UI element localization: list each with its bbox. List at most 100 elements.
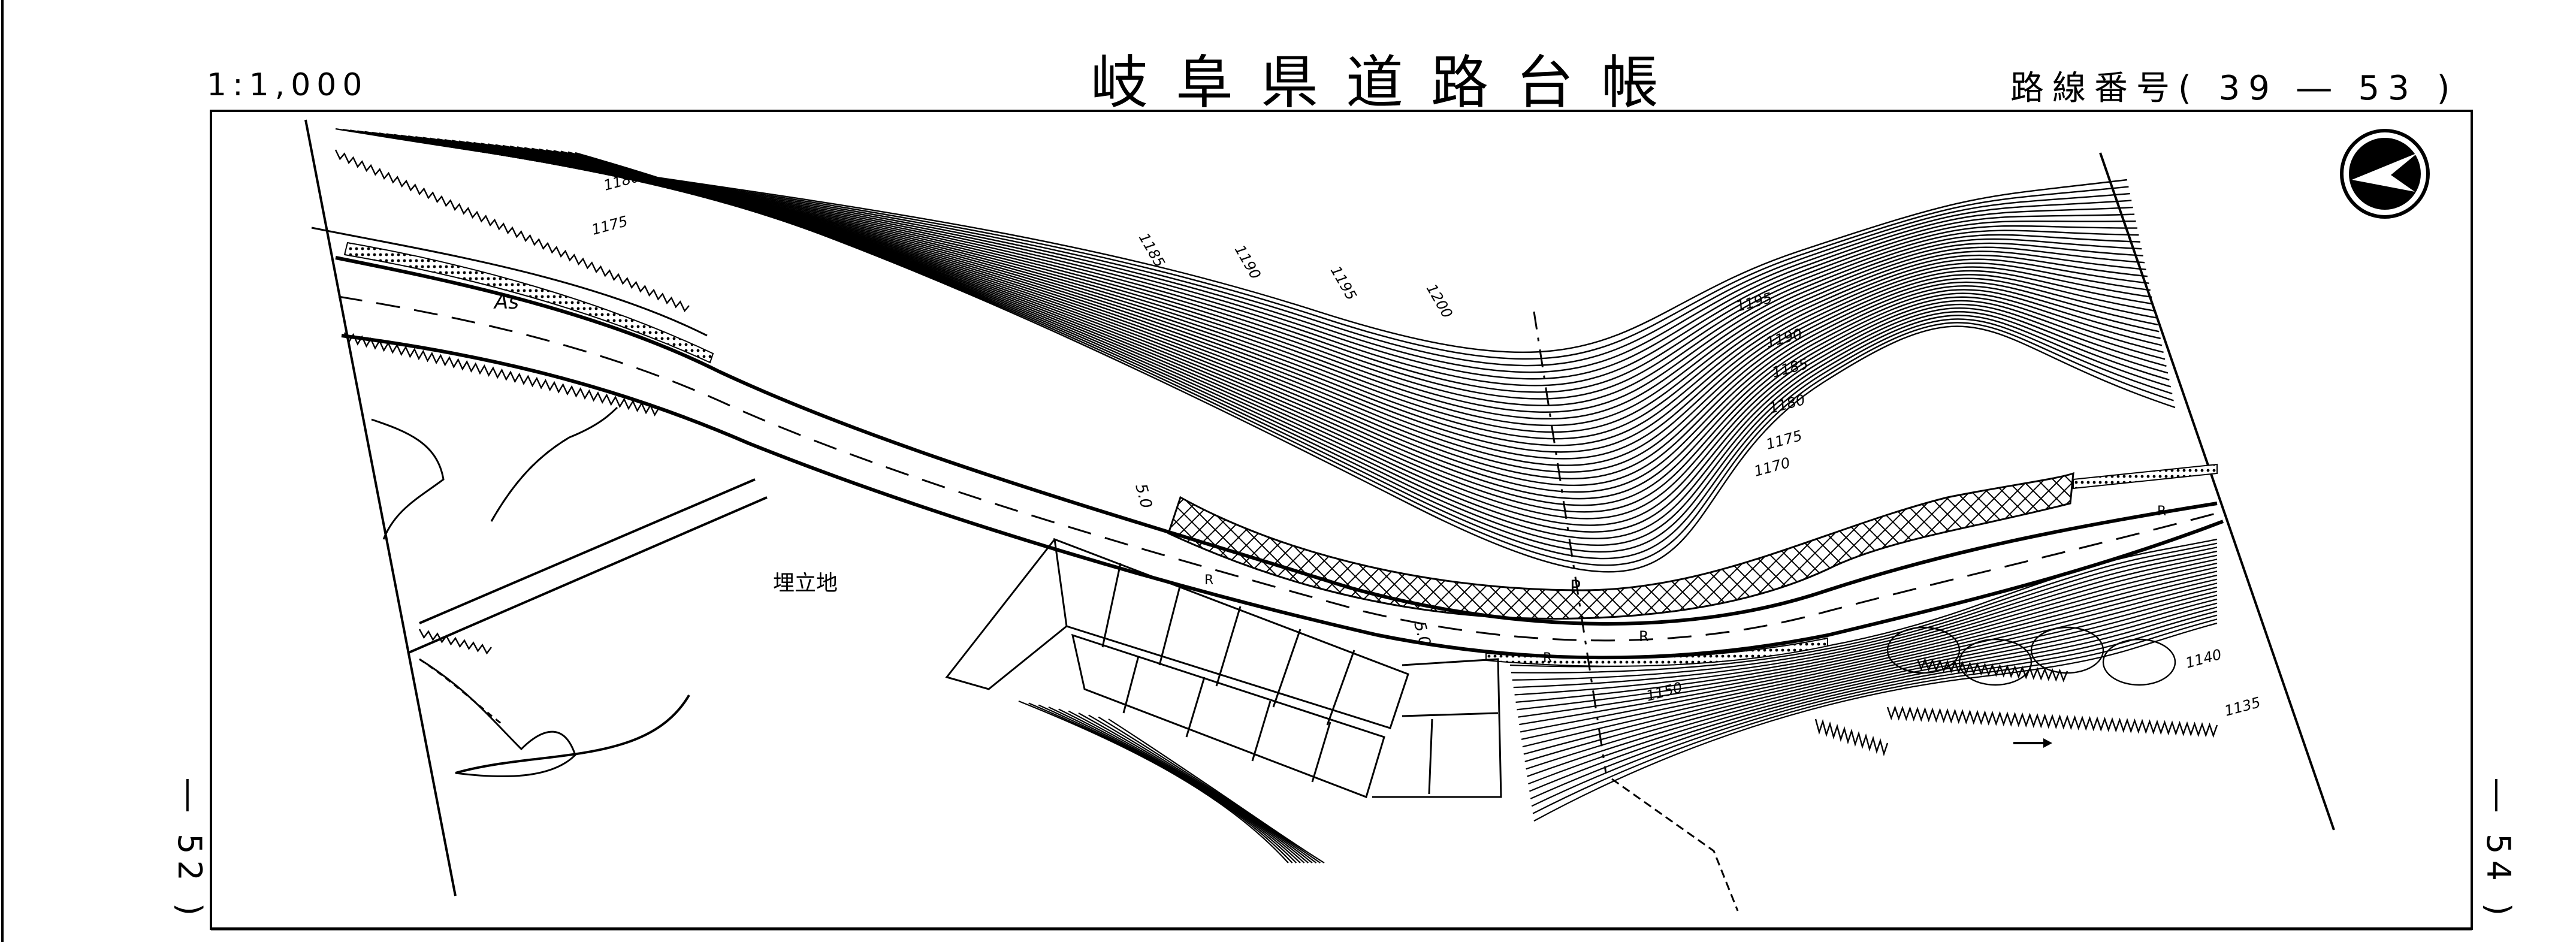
contour-line (357, 130, 2132, 373)
contour-line (473, 141, 2155, 480)
boundary-dash (1611, 778, 1739, 911)
contour-line (342, 129, 2129, 360)
contour-line (1530, 610, 2218, 799)
quarry-mound (2030, 626, 2104, 674)
contour-label: 1150 (1644, 679, 1684, 705)
route-number: 路線番号( 39 ― 53 ) (2010, 69, 2459, 108)
contour-line (1078, 712, 1313, 864)
contour-line (335, 128, 2128, 354)
contour-line (1088, 714, 1317, 864)
contour-lines-south (1018, 538, 2218, 864)
contour-line (509, 145, 2163, 513)
contour-label: 1190 (1231, 242, 1264, 282)
contour-line (1028, 702, 1293, 864)
pavement-label: As (493, 290, 519, 314)
contour-line (1108, 718, 1325, 864)
page-title: 岐阜県道路台帳 (1091, 49, 1686, 116)
contour-line (481, 143, 2157, 487)
guardrail-marker: R (1543, 651, 1552, 666)
quarry-mound (1886, 626, 1961, 674)
contour-line (502, 144, 2161, 506)
contour-line (466, 141, 2154, 473)
contour-line (553, 150, 2172, 553)
contour-line (1511, 542, 2218, 674)
contour-line (1526, 594, 2218, 770)
contour-label: 1140 (2184, 646, 2223, 672)
contour-line (386, 133, 2137, 400)
contour-line (560, 150, 2173, 560)
contour-line (400, 134, 2140, 413)
road-width-label: 5.0 (1410, 620, 1434, 648)
contour-line (1529, 606, 2218, 792)
contour-label: 1195 (1327, 263, 1360, 303)
contour-line (437, 138, 2148, 446)
crosshatch-zone (1167, 472, 2074, 620)
slope-symbols (334, 149, 2218, 757)
survey-boundary (304, 119, 2335, 896)
contour-line (546, 149, 2170, 546)
landfill-label: 埋立地 (773, 571, 838, 596)
slope-symbol (334, 149, 690, 312)
quarry-mound (2102, 638, 2176, 686)
adjacent-sheet-left: ― 52 ) (171, 779, 209, 922)
contour-line (1098, 716, 1321, 864)
point-label: P (1570, 577, 1581, 598)
contour-line (1523, 586, 2218, 755)
contour-line (444, 139, 2149, 453)
landfill-dots (419, 436, 570, 726)
contour-line (1018, 700, 1289, 864)
contour-line (364, 131, 2133, 380)
survey-centerline (1533, 311, 1607, 774)
contour-line (567, 151, 2174, 566)
contour-line (350, 129, 2130, 367)
guardrail-labels: R R R (1204, 504, 2166, 666)
contour-line (488, 143, 2158, 493)
contour-label: 1200 (1423, 281, 1456, 321)
contour-line (1522, 582, 2218, 748)
contour-line (379, 132, 2136, 393)
contour-line (575, 152, 2176, 573)
map-frame (210, 110, 2473, 930)
contour-label: 1175 (590, 213, 629, 238)
contour-line (1533, 622, 2218, 822)
contour-line (407, 135, 2142, 420)
scale-label: 1:1,000 (207, 67, 369, 103)
north-arrow-icon (2340, 129, 2430, 219)
contour-line (1527, 598, 2218, 777)
contour-line (495, 144, 2160, 500)
contour-line (531, 147, 2167, 533)
contour-label: 1170 (1752, 454, 1792, 480)
contour-line (415, 136, 2143, 427)
landfill-area (371, 406, 690, 778)
contour-line (1038, 704, 1297, 864)
contour-label: 1175 (1764, 427, 1804, 453)
parking-lots (945, 538, 1502, 798)
contour-line (517, 146, 2164, 520)
contour-line (422, 137, 2145, 433)
contour-label: 1195 (1734, 289, 1774, 315)
contour-line (1521, 578, 2218, 740)
contour-line (539, 148, 2169, 539)
guardrail-label: R (1639, 628, 1649, 645)
contour-line (1058, 708, 1305, 864)
arrow-icon (2013, 738, 2052, 748)
guardrail-marker: R (2157, 504, 2166, 519)
adjacent-sheet-right: ― 54 ) (2480, 779, 2517, 922)
contour-line (1514, 554, 2218, 696)
guardrail-marker: R (1204, 573, 1213, 588)
contour-line (1048, 707, 1301, 864)
slope-symbol (1814, 718, 1889, 757)
contour-line (1518, 566, 2218, 718)
road (311, 227, 2224, 660)
contour-line (1068, 710, 1309, 864)
contour-line (1532, 618, 2218, 814)
contour-line (1520, 574, 2218, 733)
quarry-mound (1958, 638, 2033, 686)
road-width-label: 5.0 (1131, 482, 1155, 511)
contour-line (1515, 558, 2218, 703)
contour-line (1531, 614, 2218, 807)
contour-line (451, 140, 2151, 460)
embankment-strips (343, 241, 2218, 667)
